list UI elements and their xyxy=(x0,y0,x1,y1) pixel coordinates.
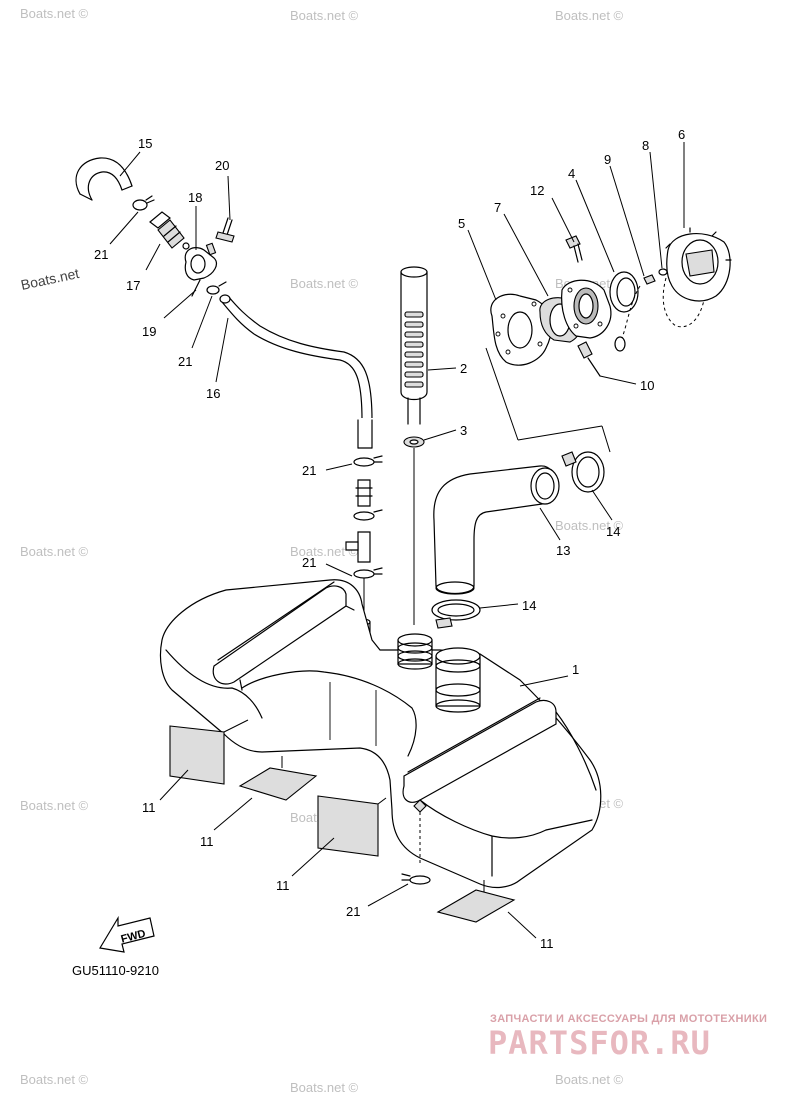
callout-14a: 14 xyxy=(606,524,620,539)
callout-3: 3 xyxy=(460,423,467,438)
part-18-bracket xyxy=(184,242,217,297)
watermark: Boats.net © xyxy=(290,1080,359,1095)
brand-logo: ЗАПЧАСТИ И АКСЕССУАРЫ ДЛЯ МОТОТЕХНИКИ PA… xyxy=(488,1013,767,1062)
callout-21a: 21 xyxy=(94,247,108,262)
part-14-clamp-upper xyxy=(561,451,605,493)
part-7-neck xyxy=(539,279,612,343)
callout-12: 12 xyxy=(530,183,544,198)
watermark: Boats.net © xyxy=(290,276,359,291)
callout-21c: 21 xyxy=(302,463,316,478)
watermark: Boats.net © xyxy=(290,544,359,559)
callout-15: 15 xyxy=(138,136,152,151)
watermark: Boats.net © xyxy=(290,8,359,23)
watermark: Boats.net © xyxy=(555,8,624,23)
brand-tagline: ЗАПЧАСТИ И АКСЕССУАРЫ ДЛЯ МОТОТЕХНИКИ xyxy=(490,1013,767,1025)
callout-2: 2 xyxy=(460,361,467,376)
tank-neck-filter xyxy=(397,633,433,670)
callout-14b: 14 xyxy=(522,598,536,613)
watermark-strong: Boats.net xyxy=(19,265,80,293)
callout-18: 18 xyxy=(188,190,202,205)
part-10-chain xyxy=(577,277,705,377)
part-11-pad-d xyxy=(436,889,516,923)
part-13-elbow-hose xyxy=(433,465,560,595)
part-1-fuel-tank xyxy=(159,579,602,889)
part-4-ring xyxy=(609,271,639,313)
filter-slots xyxy=(404,311,424,388)
watermark: Boats.net © xyxy=(555,1072,624,1087)
callout-9: 9 xyxy=(604,152,611,167)
callout-10: 10 xyxy=(640,378,654,393)
part-21-clamp-mid xyxy=(206,281,227,295)
tank-neck-filler xyxy=(435,647,481,713)
callout-6: 6 xyxy=(678,127,685,142)
neck-to-hose-link xyxy=(485,347,611,453)
watermark: Boats.net © xyxy=(555,518,624,533)
pad-c-ref xyxy=(377,797,387,805)
pad-a-ref xyxy=(223,719,249,733)
part-11-pad-b xyxy=(238,767,318,801)
watermark: Boats.net © xyxy=(20,1072,89,1087)
callout-13: 13 xyxy=(556,543,570,558)
callout-1: 1 xyxy=(572,662,579,677)
leader-lines xyxy=(109,142,685,939)
part-21-clamp-upper xyxy=(132,195,155,211)
brand-name: PARTSFOR.RU xyxy=(488,1024,711,1062)
callout-labels: 15 20 18 21 17 19 21 16 2 3 5 7 12 4 9 8… xyxy=(94,127,685,951)
callout-21d: 21 xyxy=(302,555,316,570)
part-12-screw xyxy=(565,235,583,263)
part-15-hose xyxy=(75,157,133,201)
watermark: Boats.net © xyxy=(20,6,89,21)
part-16-hose xyxy=(219,294,377,449)
watermark: Boats.net © xyxy=(20,798,89,813)
callout-19: 19 xyxy=(142,324,156,339)
part-3-washer xyxy=(403,436,425,448)
part-21-clamp-bottom xyxy=(401,799,431,885)
part-6-cap xyxy=(665,227,732,302)
part-17-valve xyxy=(149,211,190,250)
part-5-gasket xyxy=(490,293,553,366)
part-20-screw xyxy=(215,217,235,243)
callout-17: 17 xyxy=(126,278,140,293)
callout-11a: 11 xyxy=(142,800,156,815)
callout-21b: 21 xyxy=(178,354,192,369)
watermark: Boats.net © xyxy=(20,544,89,559)
callout-11b: 11 xyxy=(200,834,214,849)
part-11-pad-a xyxy=(169,725,225,785)
callout-5: 5 xyxy=(458,216,465,231)
part-9-rivet xyxy=(643,274,656,285)
fwd-arrow-icon: FWD xyxy=(99,915,155,953)
part-2-filter xyxy=(400,266,428,425)
part-8-washer xyxy=(658,268,668,276)
part-11-pad-c xyxy=(317,795,379,857)
drawing-code: GU51110-9210 xyxy=(72,963,159,978)
callout-4: 4 xyxy=(568,166,575,181)
part-14-clamp-lower xyxy=(431,599,481,629)
callout-16: 16 xyxy=(206,386,220,401)
callout-8: 8 xyxy=(642,138,649,153)
callout-11c: 11 xyxy=(276,878,290,893)
callout-11d: 11 xyxy=(540,936,554,951)
callout-21e: 21 xyxy=(346,904,360,919)
callout-7: 7 xyxy=(494,200,501,215)
callout-20: 20 xyxy=(215,158,229,173)
